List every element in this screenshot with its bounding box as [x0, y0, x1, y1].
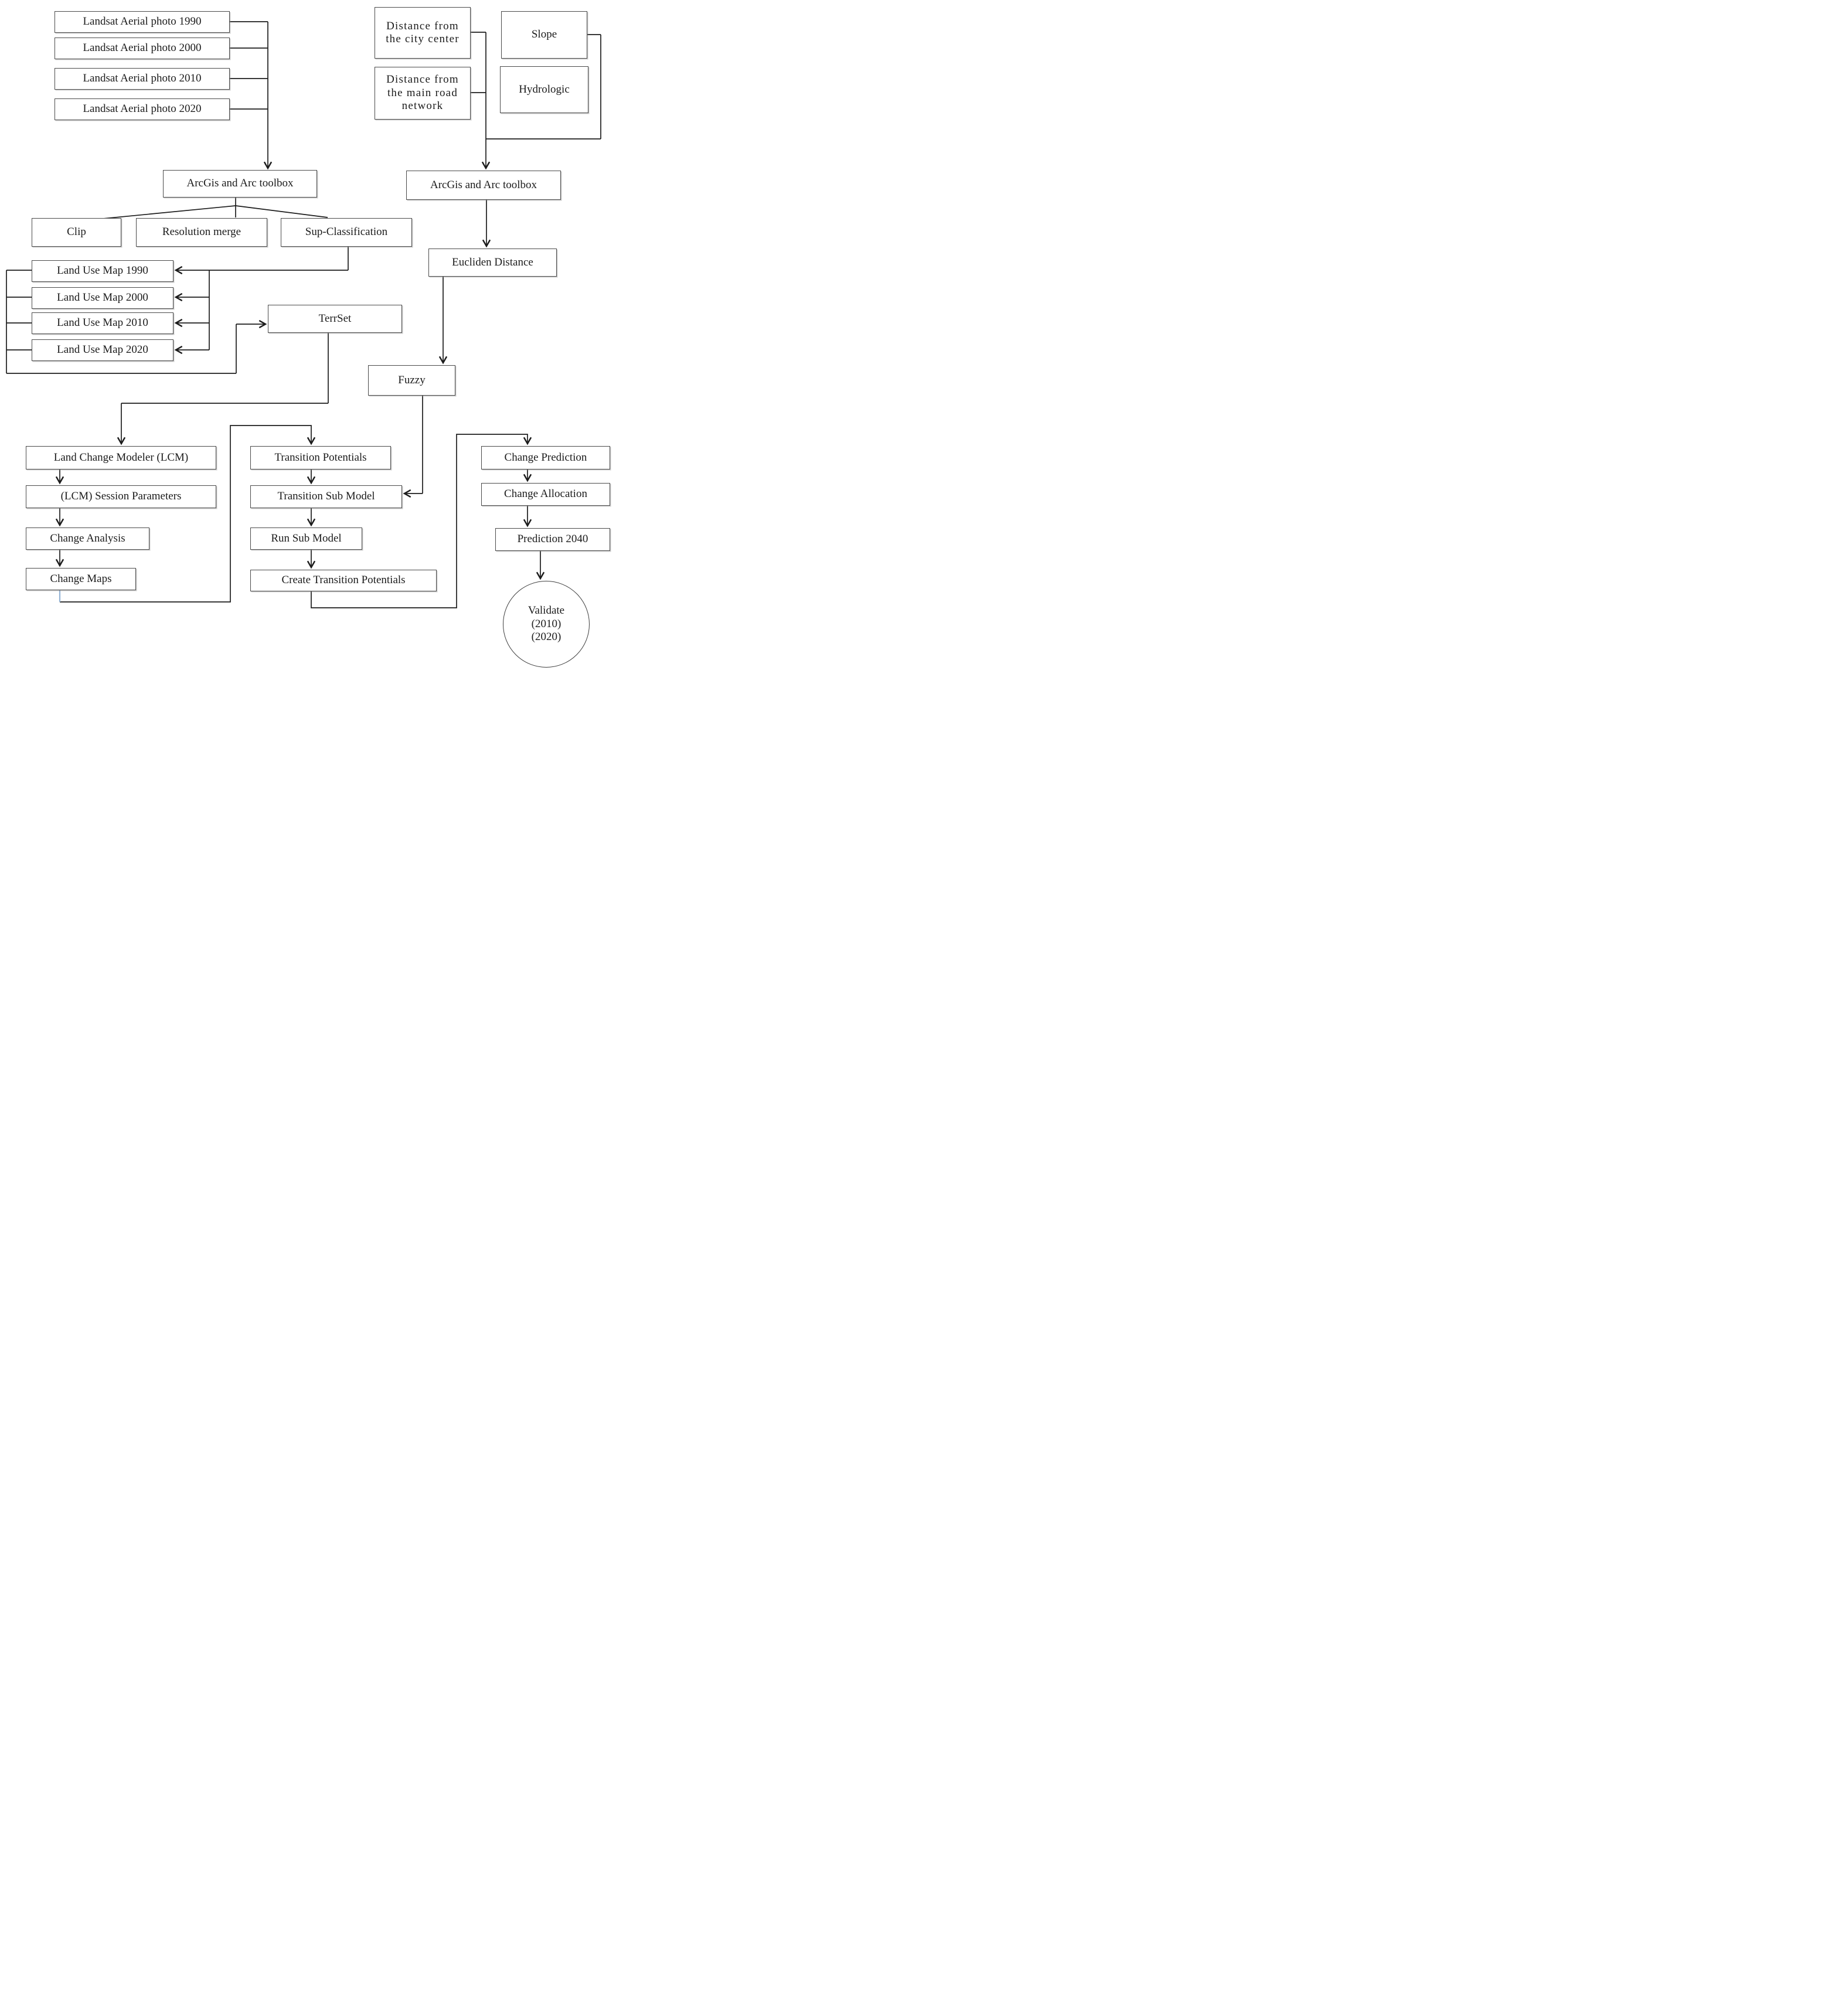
node-change-analysis: Change Analysis	[26, 527, 149, 550]
node-land-use-map-2010: Land Use Map 2010	[32, 312, 173, 334]
node-slope: Slope	[501, 11, 587, 59]
flowchart-canvas: Landsat Aerial photo 1990 Landsat Aerial…	[0, 0, 616, 669]
node-arcgis-toolbox-right: ArcGis and Arc toolbox	[406, 171, 561, 200]
node-validate: Validate (2010) (2020)	[503, 581, 590, 668]
edge-lines	[6, 21, 601, 608]
node-arcgis-toolbox-left: ArcGis and Arc toolbox	[163, 170, 317, 198]
node-distance-city-center: Distance from the city center	[375, 7, 471, 59]
node-change-maps: Change Maps	[26, 568, 136, 590]
node-transition-sub-model: Transition Sub Model	[250, 485, 402, 508]
node-resolution-merge: Resolution merge	[136, 218, 267, 247]
node-sup-classification: Sup-Classification	[281, 218, 412, 247]
node-create-transition-potentials: Create Transition Potentials	[250, 570, 437, 591]
node-land-use-map-2000: Land Use Map 2000	[32, 287, 173, 309]
node-terrset: TerrSet	[268, 305, 402, 333]
node-land-use-map-1990: Land Use Map 1990	[32, 260, 173, 282]
node-land-use-map-2020: Land Use Map 2020	[32, 339, 173, 361]
node-landsat-2010: Landsat Aerial photo 2010	[55, 68, 230, 90]
node-run-sub-model: Run Sub Model	[250, 527, 362, 550]
node-landsat-1990: Landsat Aerial photo 1990	[55, 11, 230, 33]
node-eucliden-distance: Eucliden Distance	[428, 249, 557, 277]
node-change-allocation: Change Allocation	[481, 483, 610, 506]
node-transition-potentials: Transition Potentials	[250, 446, 391, 469]
node-clip: Clip	[32, 218, 121, 247]
node-distance-main-road: Distance from the main road network	[375, 67, 471, 120]
node-land-change-modeler: Land Change Modeler (LCM)	[26, 446, 216, 469]
node-lcm-session-parameters: (LCM) Session Parameters	[26, 485, 216, 508]
node-landsat-2000: Landsat Aerial photo 2000	[55, 38, 230, 59]
node-hydrologic: Hydrologic	[500, 66, 588, 113]
node-landsat-2020: Landsat Aerial photo 2020	[55, 98, 230, 120]
node-prediction-2040: Prediction 2040	[495, 528, 610, 551]
node-fuzzy: Fuzzy	[368, 365, 455, 396]
node-change-prediction: Change Prediction	[481, 446, 610, 469]
connector-layer	[6, 21, 601, 608]
